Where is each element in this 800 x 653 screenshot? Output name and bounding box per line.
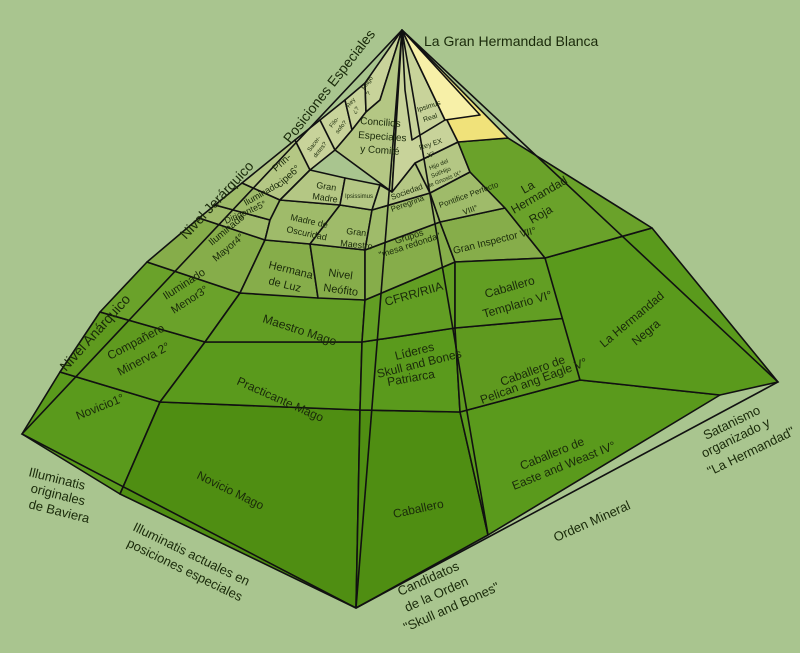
svg-text:Maestro: Maestro xyxy=(340,238,373,251)
edge-right xyxy=(355,29,780,609)
text-nivel-neofito: Nivel Neófito xyxy=(323,267,359,299)
svg-text:Real: Real xyxy=(422,113,438,124)
svg-text:?: ? xyxy=(366,90,373,97)
svg-text:y Comité: y Comité xyxy=(360,144,401,158)
svg-text:Madre: Madre xyxy=(312,191,339,204)
text-concilios: Concilios Especiales y Comité xyxy=(358,116,407,158)
svg-text:La: La xyxy=(519,178,538,197)
svg-text:Filo-: Filo- xyxy=(329,116,341,129)
svg-text:Rey: Rey xyxy=(346,97,357,109)
svg-text:Concilios: Concilios xyxy=(360,116,401,130)
cell-yellow-light xyxy=(401,29,481,121)
label-apex: La Gran Hermandad Blanca xyxy=(424,33,599,49)
label-bavaria: Illuminatis originales de Baviera xyxy=(27,464,92,526)
svg-text:X°: X° xyxy=(426,150,436,160)
label-mineral: Orden Mineral xyxy=(551,497,632,544)
svg-text:Gran: Gran xyxy=(346,226,367,238)
svg-text:Gran: Gran xyxy=(316,180,337,193)
text-gran-maestro: Gran Maestro xyxy=(340,226,373,251)
svg-text:Neófito: Neófito xyxy=(323,282,359,299)
svg-text:Especiales: Especiales xyxy=(358,130,407,144)
svg-text:Nivel: Nivel xyxy=(328,267,354,282)
edge-left xyxy=(20,29,403,609)
svg-text:¿?: ¿? xyxy=(352,105,361,115)
text-ipsissimus: Ipsissimus xyxy=(345,194,373,200)
edge-second xyxy=(401,29,489,536)
text-gran-madre: Gran Madre xyxy=(312,180,339,204)
edge-front xyxy=(355,29,403,609)
label-satanism: Satanismo organizado y "La Hermandad" xyxy=(699,402,798,478)
